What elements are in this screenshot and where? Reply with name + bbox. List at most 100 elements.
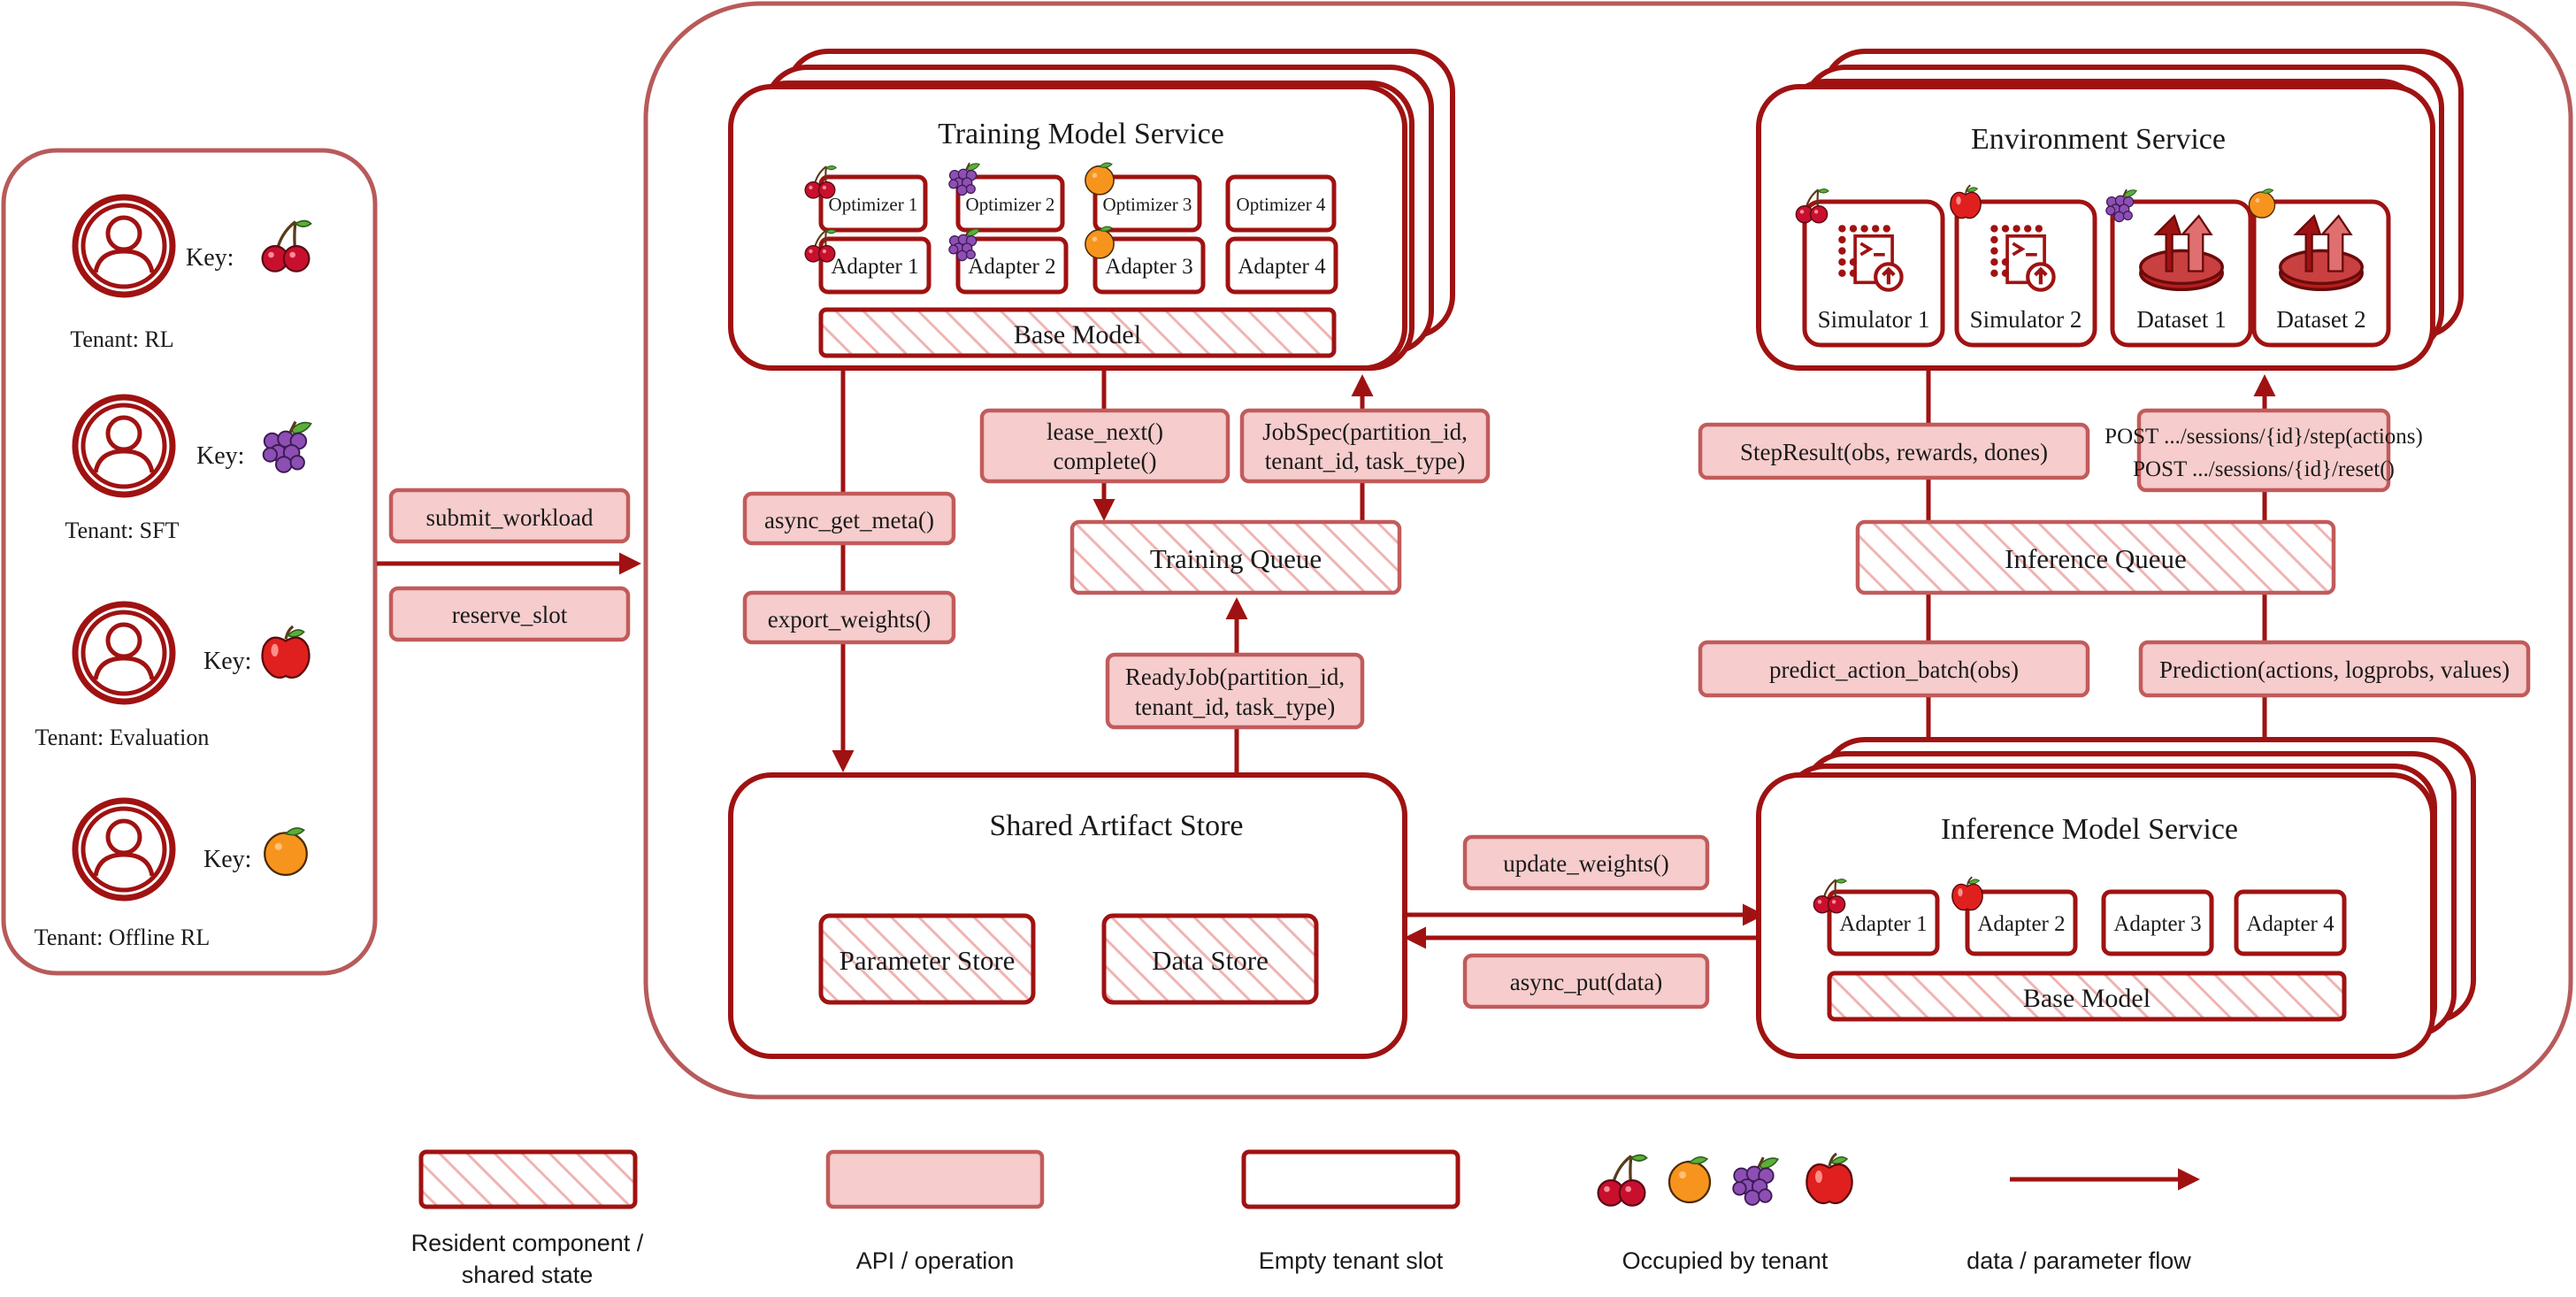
- reserve-slot-op[interactable]: [388, 586, 631, 642]
- base-model: [818, 307, 1337, 358]
- tenant-label: Tenant: SFT: [65, 518, 180, 543]
- key-label: Key:: [186, 244, 234, 272]
- adapter-label: Adapter 2: [1977, 912, 2065, 936]
- step-result-label: StepResult(obs, rewards, dones): [1740, 439, 2048, 465]
- optimizer-slot[interactable]: [1225, 174, 1337, 233]
- grapes-icon: [1731, 1155, 1780, 1207]
- legend-flow: data / parameter flow: [1966, 1168, 2200, 1274]
- ready-label: ReadyJob(partition_id,: [1125, 664, 1345, 690]
- adapter-label: Adapter 4: [2246, 912, 2334, 936]
- async-get-meta-op[interactable]: [742, 491, 956, 546]
- prediction-op[interactable]: [2138, 640, 2531, 698]
- export-label: export_weights(): [768, 606, 931, 633]
- adapter-slot[interactable]: [955, 236, 1069, 295]
- dataset-label: Dataset 1: [2136, 306, 2226, 333]
- predict-label: predict_action_batch(obs): [1769, 656, 2019, 683]
- simulator-label: Simulator 2: [1970, 306, 2082, 333]
- lease-next-op[interactable]: [979, 408, 1230, 484]
- async-put-op[interactable]: [1462, 953, 1710, 1009]
- ready-label: tenant_id, task_type): [1135, 694, 1335, 720]
- training-queue-label: Training Queue: [1150, 543, 1322, 574]
- shared-artifact-store: Shared Artifact Store Parameter Store Da…: [728, 772, 1407, 1059]
- adapter-slot[interactable]: [1225, 236, 1338, 295]
- inference-model-service: Inference Model Service Adapter 1 Adapte…: [1756, 737, 2476, 1059]
- adapter-label: Adapter 3: [2113, 912, 2201, 936]
- adapter-slot[interactable]: [818, 236, 932, 295]
- complete-label: complete(): [1054, 448, 1157, 474]
- reserve-slot-label: reserve_slot: [452, 602, 568, 628]
- legend-resident-label: shared state: [462, 1262, 594, 1288]
- tenant-offline-rl[interactable]: Key: Tenant: Offline RL: [34, 801, 308, 950]
- training-queue: [1070, 519, 1402, 595]
- legend: Resident component / shared state API / …: [411, 1149, 2200, 1288]
- prediction-label: Prediction(actions, logprobs, values): [2159, 656, 2510, 683]
- legend-resident: Resident component / shared state: [411, 1149, 644, 1288]
- tenants-panel: Key: Tenant: RL Key: Tenant: SFT Key: Te…: [1, 148, 378, 976]
- middle-ops: update_weights() async_put(data): [1404, 834, 1765, 1009]
- legend-empty-label: Empty tenant slot: [1259, 1247, 1444, 1274]
- user-icon: [75, 604, 172, 702]
- adapter-slot[interactable]: [2234, 889, 2347, 956]
- ready-job-op[interactable]: [1105, 652, 1365, 730]
- base-model-label: Base Model: [2023, 984, 2150, 1013]
- user-icon: [75, 197, 172, 295]
- optimizer-slot[interactable]: [818, 174, 928, 233]
- training-service-title: Training Model Service: [938, 118, 1224, 150]
- artifact-store-title: Shared Artifact Store: [989, 810, 1243, 842]
- inference-service-title: Inference Model Service: [1941, 813, 2238, 846]
- simulator-slot[interactable]: [1954, 199, 2097, 348]
- adapter-label: Adapter 1: [831, 255, 918, 279]
- tenant-label: Tenant: Offline RL: [34, 925, 210, 950]
- key-label: Key:: [203, 648, 251, 675]
- optimizer-slot[interactable]: [1092, 174, 1202, 233]
- dataset-label: Dataset 2: [2276, 306, 2365, 333]
- simulator-slot[interactable]: [1802, 199, 1945, 348]
- predict-action-batch-op[interactable]: [1698, 640, 2090, 698]
- submit-workload-label: submit_workload: [426, 504, 594, 531]
- tenant-sft[interactable]: Key: Tenant: SFT: [65, 397, 313, 543]
- client-ops: submit_workload reserve_slot: [377, 487, 641, 642]
- get-meta-label: async_get_meta(): [764, 507, 934, 533]
- parameter-store-label: Parameter Store: [840, 945, 1016, 976]
- inference-queue: [1855, 519, 2336, 595]
- adapter-label: Adapter 2: [968, 255, 1055, 279]
- update-weights-op[interactable]: [1462, 834, 1710, 891]
- tenant-evaluation[interactable]: Key: Tenant: Evaluation: [35, 604, 311, 750]
- adapter-slot[interactable]: [1092, 236, 1206, 295]
- step-result-op[interactable]: [1698, 422, 2090, 480]
- jobspec-label: tenant_id, task_type): [1265, 448, 1465, 474]
- base-model-label: Base Model: [1014, 320, 1141, 349]
- jobspec-label: JobSpec(partition_id,: [1262, 418, 1468, 445]
- export-weights-op[interactable]: [742, 590, 956, 645]
- user-icon: [75, 801, 172, 898]
- tenant-rl[interactable]: Key: Tenant: RL: [70, 197, 313, 352]
- legend-occupied: Occupied by tenant: [1596, 1152, 1854, 1274]
- inference-ops: StepResult(obs, rewards, dones) POST ...…: [1698, 370, 2531, 777]
- adapter-slot[interactable]: [2101, 889, 2214, 956]
- base-model: [1827, 971, 2347, 1022]
- legend-api: API / operation: [825, 1149, 1045, 1274]
- orange-icon: [1668, 1155, 1712, 1204]
- legend-api-label: API / operation: [856, 1247, 1015, 1274]
- inference-queue-label: Inference Queue: [2005, 543, 2187, 574]
- post-session-op[interactable]: [2136, 408, 2391, 493]
- optimizer-label: Optimizer 4: [1237, 194, 1326, 215]
- adapter-label: Adapter 3: [1105, 255, 1192, 279]
- legend-empty: Empty tenant slot: [1241, 1149, 1460, 1274]
- optimizer-label: Optimizer 3: [1103, 194, 1192, 215]
- lease-label: lease_next(): [1046, 418, 1163, 445]
- legend-empty-swatch: [1241, 1149, 1460, 1209]
- submit-workload-op[interactable]: [388, 487, 631, 544]
- data-store: [1101, 913, 1319, 1005]
- adapter-slot[interactable]: [1827, 889, 1940, 956]
- legend-resident-label: Resident component /: [411, 1230, 644, 1256]
- update-weights-label: update_weights(): [1503, 850, 1668, 877]
- simulator-label: Simulator 1: [1818, 306, 1930, 333]
- legend-occupied-label: Occupied by tenant: [1622, 1247, 1828, 1274]
- optimizer-slot[interactable]: [955, 174, 1065, 233]
- user-icon: [75, 397, 172, 495]
- jobspec-op[interactable]: [1239, 408, 1491, 484]
- key-label: Key:: [196, 442, 244, 470]
- adapter-slot[interactable]: [1965, 889, 2078, 956]
